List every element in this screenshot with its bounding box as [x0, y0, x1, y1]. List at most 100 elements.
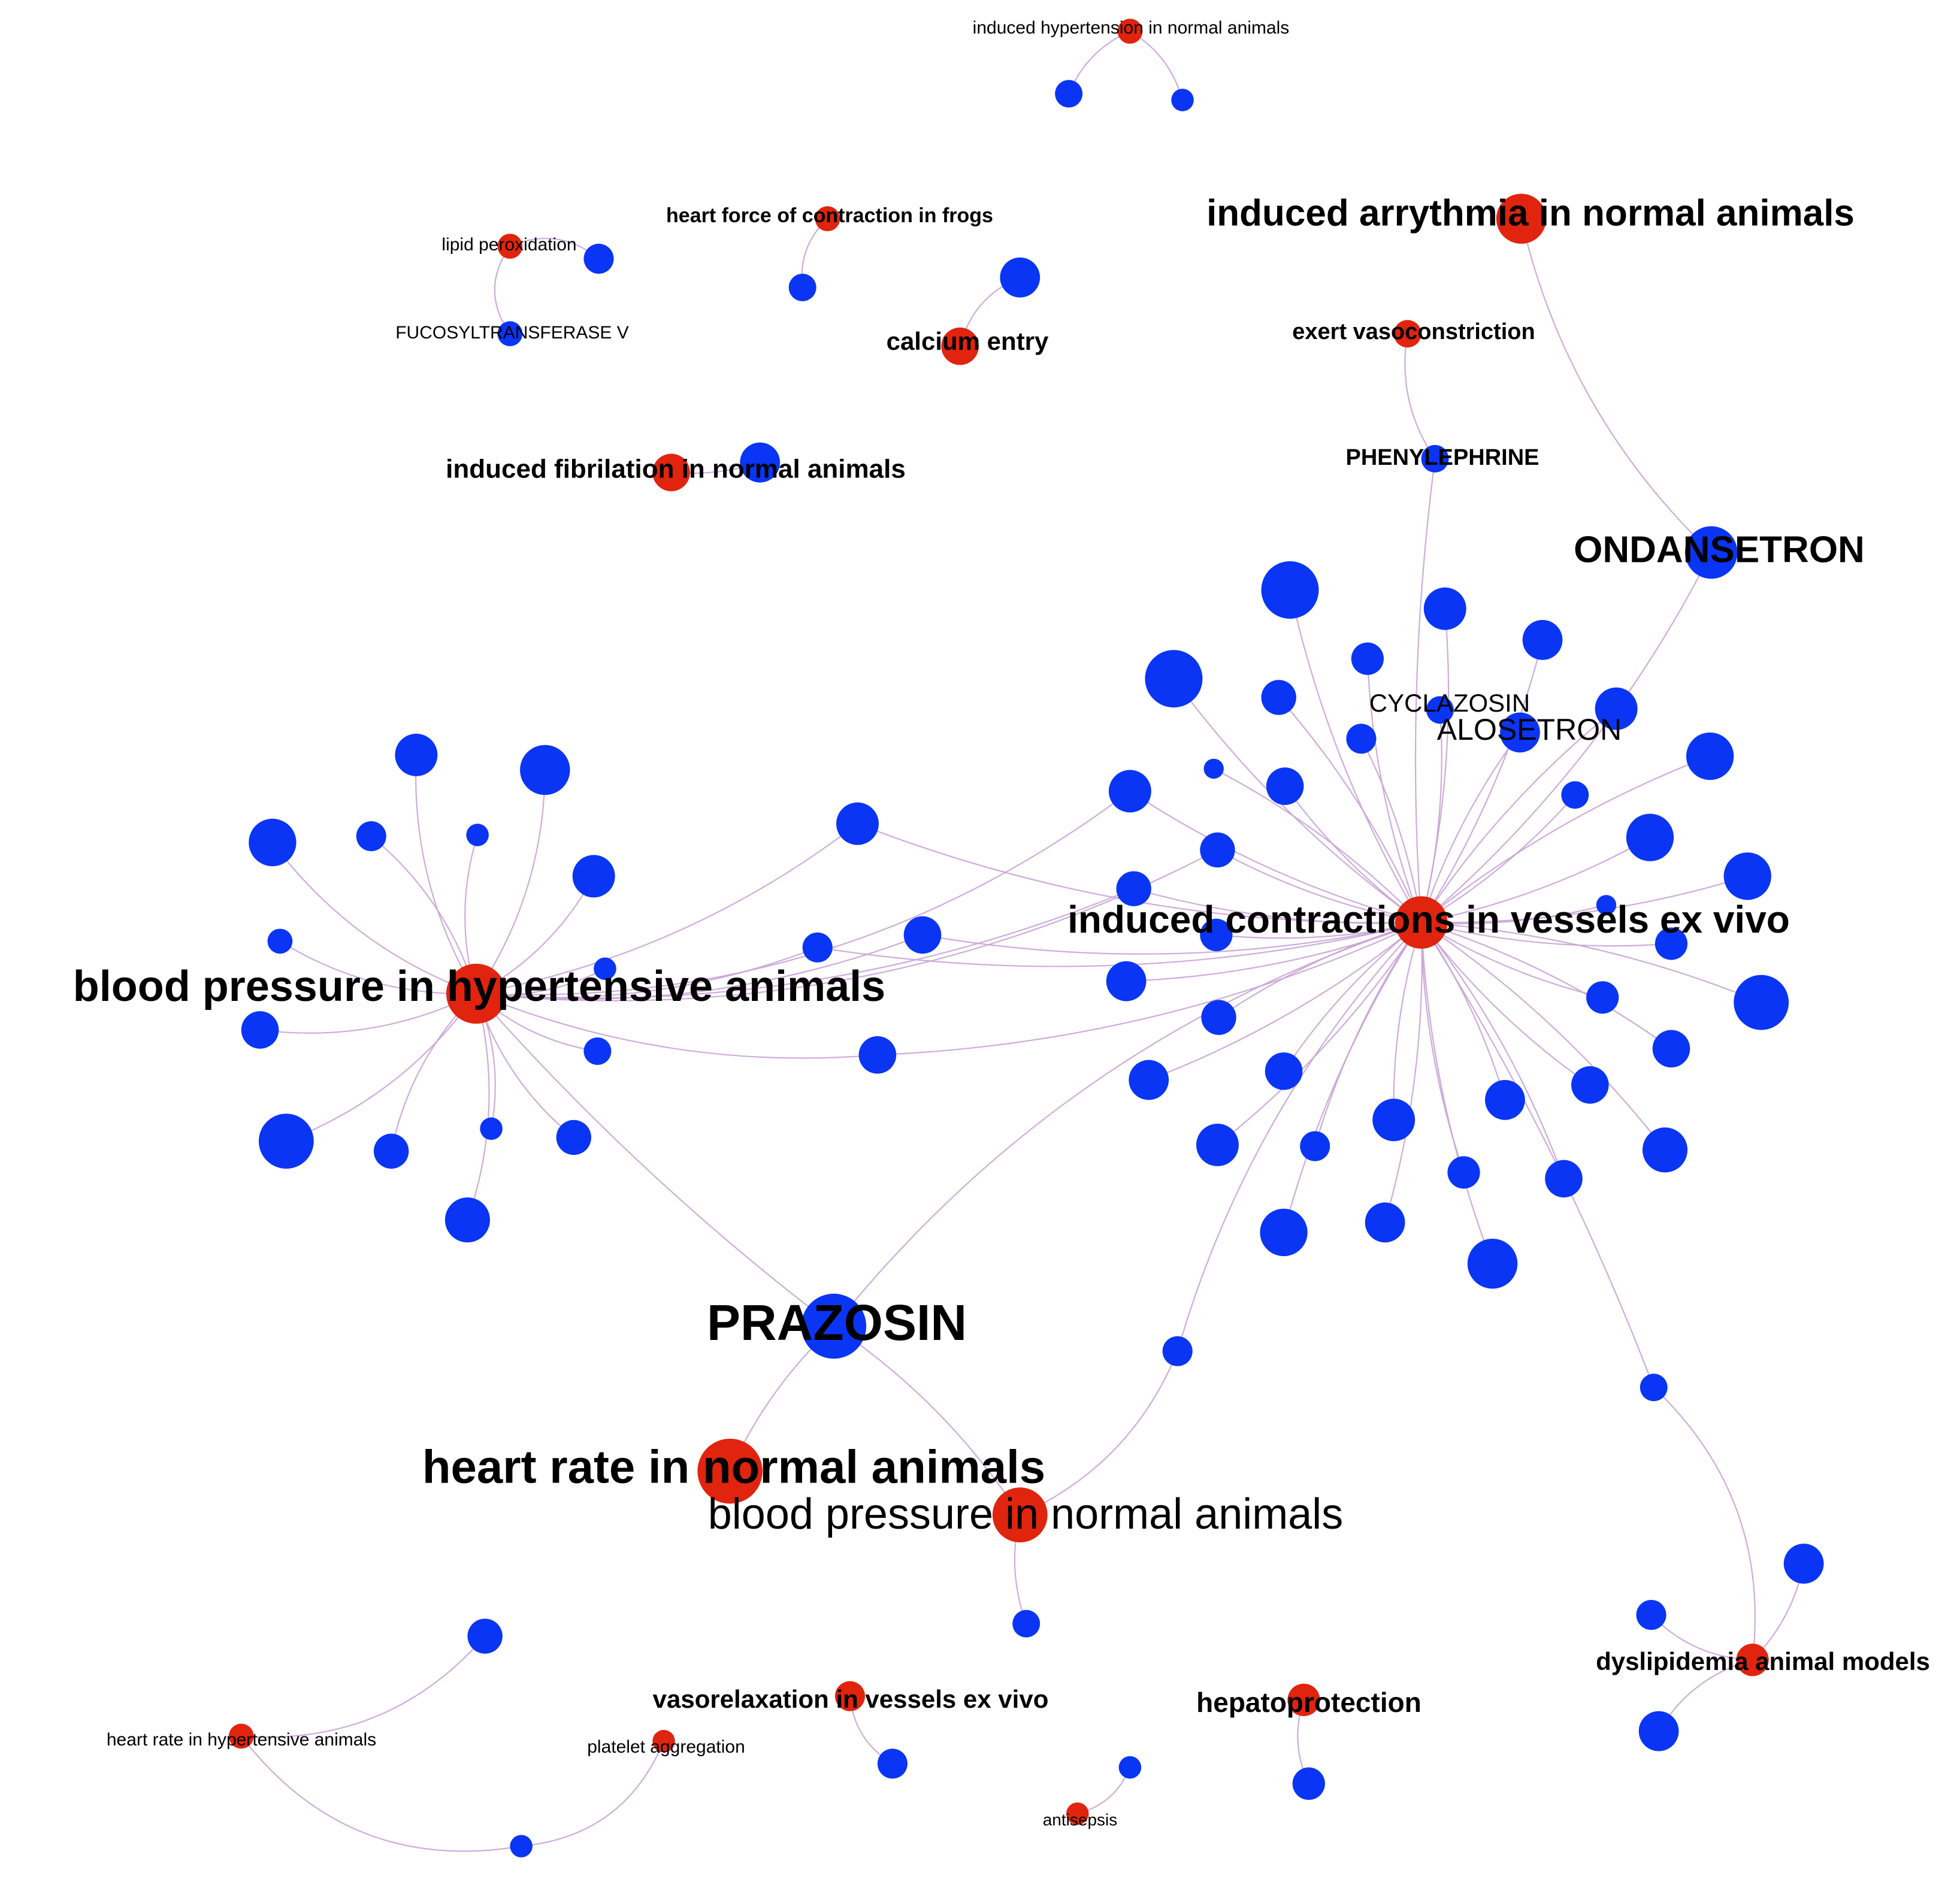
label-cyclazosin: CYCLAZOSIN	[1369, 689, 1530, 717]
drug-node-ic-36	[1447, 1156, 1480, 1189]
edge-73	[476, 993, 878, 1059]
effect-node-heart-force	[815, 206, 840, 232]
drug-node-ic-8	[1346, 724, 1377, 754]
edge-13	[1420, 609, 1450, 923]
drug-node-bph-2	[520, 745, 570, 795]
drug-node-prazosin	[801, 1293, 867, 1359]
drug-node-ic-28	[1265, 1052, 1303, 1090]
edge-92	[521, 1741, 665, 1847]
drug-node-ih-1	[1055, 80, 1083, 108]
drug-node-bph-4	[356, 821, 386, 852]
drug-node-bph-3	[249, 818, 297, 867]
effect-node-antisepsis	[1066, 1802, 1089, 1825]
drug-node-bph-11	[258, 1114, 314, 1169]
drug-node-as-1	[1118, 1756, 1142, 1779]
edge-90	[241, 1635, 486, 1738]
drug-node-bph-12	[373, 1133, 409, 1169]
edge-27	[1421, 837, 1651, 924]
effect-node-vasorelaxation	[834, 1681, 866, 1711]
drug-node-bph-7	[267, 928, 293, 954]
edge-34	[1421, 921, 1762, 1003]
edge-14	[1366, 658, 1422, 923]
drug-node-ic-18	[1723, 852, 1771, 900]
label-lipid-peroxidation: lipid peroxidation	[441, 235, 576, 255]
drug-node-bph-10	[583, 1037, 612, 1065]
edge-10	[1520, 218, 1712, 553]
drug-node-ic-6	[1261, 680, 1296, 715]
effect-node-induced-arrythmia	[1496, 193, 1547, 244]
drug-node-bph-5	[466, 824, 489, 846]
drug-node-bpn-2	[1012, 1609, 1041, 1638]
edge-67	[476, 823, 858, 995]
drug-node-bph-1	[395, 733, 438, 776]
edge-17	[1278, 697, 1422, 923]
edge-82	[1020, 1351, 1178, 1516]
edge-25	[1421, 794, 1576, 923]
label-heart-force: heart force of contraction in frogs	[666, 204, 993, 227]
drug-node-bph-6	[572, 855, 615, 898]
drug-node-dy-1	[1783, 1544, 1824, 1584]
drug-node-ic-23	[1734, 975, 1789, 1030]
drug-node-ic-2	[1423, 587, 1466, 630]
effect-node-dyslipidemia	[1736, 1644, 1769, 1677]
effect-node-induced-contractions	[1395, 896, 1448, 949]
label-calcium-entry: calcium entry	[887, 327, 1049, 355]
drug-node-ic-5	[1145, 650, 1203, 708]
drug-node-pa-1	[510, 1835, 533, 1857]
drug-node-ih-2	[1171, 89, 1194, 111]
drug-node-ic-25	[1106, 961, 1147, 1002]
drug-node-ic-26	[1201, 1000, 1236, 1035]
drug-node-ic-24	[1586, 981, 1619, 1014]
drug-node-bph-15	[444, 1197, 490, 1243]
label-induced-contractions: induced contractions in vessels ex vivo	[1067, 898, 1790, 941]
edge-83	[1176, 922, 1422, 1352]
drug-node-ic-4	[1522, 620, 1563, 660]
drug-node-ic-35	[1642, 1127, 1688, 1173]
drug-node-ic-22	[1654, 927, 1688, 960]
edge-48	[1420, 922, 1565, 1179]
drug-node-ic-27	[1652, 1030, 1690, 1068]
edge-23	[1213, 768, 1422, 923]
edge-46	[1421, 922, 1666, 1151]
drug-node-ic-31	[1485, 1079, 1525, 1120]
nodes-layer	[228, 19, 1824, 1857]
effect-node-hepatoprotection	[1287, 1683, 1320, 1717]
label-hepatoprotection: hepatoprotection	[1196, 1687, 1421, 1718]
edge-47	[1420, 922, 1465, 1173]
drug-node-ic-30	[1571, 1066, 1609, 1104]
label-heart-rate-normal: heart rate in normal animals	[422, 1441, 1045, 1493]
edge-85	[1420, 922, 1654, 1388]
edge-40	[1148, 922, 1422, 1081]
label-exert-vasoconstriction: exert vasoconstriction	[1292, 319, 1535, 344]
edge-91	[240, 1735, 522, 1852]
edge-49	[1283, 922, 1422, 1233]
edge-51	[1420, 922, 1493, 1264]
edge-8	[1404, 333, 1436, 459]
drug-node-ic-16	[1626, 813, 1674, 861]
drug-node-dy-bridge	[1640, 1373, 1668, 1402]
edge-38	[1421, 921, 1672, 1049]
drug-node-ic-33	[1196, 1123, 1239, 1166]
drug-node-ic-12	[1203, 758, 1224, 779]
drug-node-ic-37	[1545, 1160, 1583, 1198]
drug-node-if-1	[740, 442, 781, 483]
label-vasorelaxation: vasorelaxation in vessels ex vivo	[653, 1685, 1049, 1713]
effect-node-induced-fibrilation	[652, 453, 690, 492]
drug-node-ce-1	[1000, 257, 1041, 298]
edge-72	[922, 921, 1421, 955]
label-heart-rate-hypertensive: heart rate in hypertensive animals	[107, 1730, 376, 1750]
label-prazosin: PRAZOSIN	[707, 1294, 967, 1351]
drug-node-ic-13	[1266, 767, 1304, 805]
edge-66	[467, 993, 490, 1221]
drug-node-ic-11	[1686, 732, 1734, 780]
drug-node-bph-14	[556, 1120, 592, 1155]
drug-node-vr-1	[877, 1748, 908, 1779]
drug-node-ic-32	[1372, 1099, 1415, 1142]
edge-60	[259, 993, 477, 1034]
drug-node-hp-1	[1292, 1767, 1325, 1800]
labels-layer: induced hypertension in normal animals h…	[73, 18, 1930, 1829]
drug-node-ic-3	[1351, 642, 1384, 675]
label-platelet-aggregation: platelet aggregation	[587, 1737, 745, 1757]
label-induced-hypertension: induced hypertension in normal animals	[973, 18, 1290, 38]
drug-node-bph-9	[241, 1011, 279, 1049]
